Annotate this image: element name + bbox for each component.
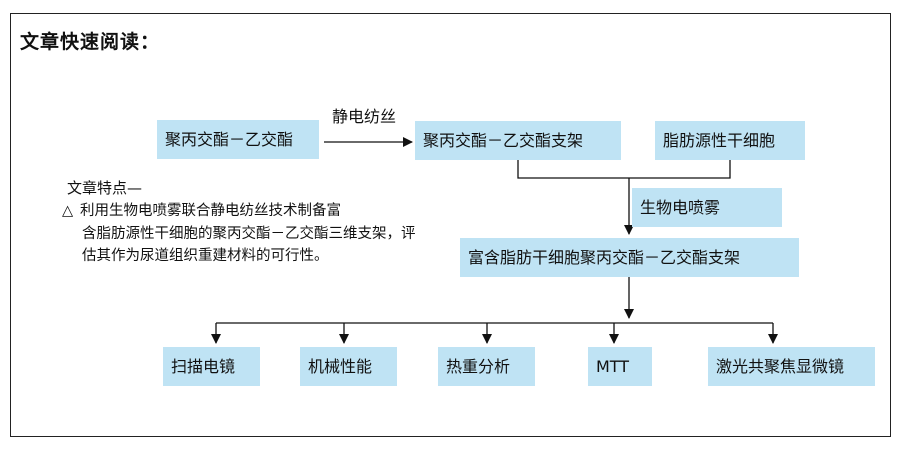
label-electrospin: 静电纺丝 [332,107,397,126]
node-sem: 扫描电镜 [163,347,260,386]
node-rich-scaffold: 富含脂肪干细胞聚丙交酯－乙交酯支架 [460,238,799,277]
diagram-frame [10,13,891,437]
node-plga: 聚丙交酯－乙交酯 [157,120,319,159]
bullet-triangle: △ [62,203,74,219]
features-text: △ 利用生物电喷雾联合静电纺丝技术制备富 含脂肪源性干细胞的聚丙交酯－乙交酯三维支… [62,200,424,268]
page-title: 文章快速阅读： [20,31,161,53]
node-mechanical: 机械性能 [300,347,397,386]
label-bioelectrospray: 生物电喷雾 [632,188,782,227]
node-scaffold: 聚丙交酯－乙交酯支架 [415,121,621,160]
features-rest-text: 含脂肪源性干细胞的聚丙交酯－乙交酯三维支架，评估其作为尿道组织重建材料的可行性。 [82,225,416,265]
node-adsc: 脂肪源性干细胞 [655,121,805,160]
node-mtt: MTT [588,347,652,386]
node-confocal: 激光共聚焦显微镜 [708,347,875,386]
features-line-1-text: 利用生物电喷雾联合静电纺丝技术制备富 [80,203,341,219]
node-tga: 热重分析 [438,347,535,386]
merge-bracket [517,160,731,179]
features-heading: 文章特点— [67,179,143,197]
features-line-1: △ 利用生物电喷雾联合静电纺丝技术制备富 [62,200,424,223]
